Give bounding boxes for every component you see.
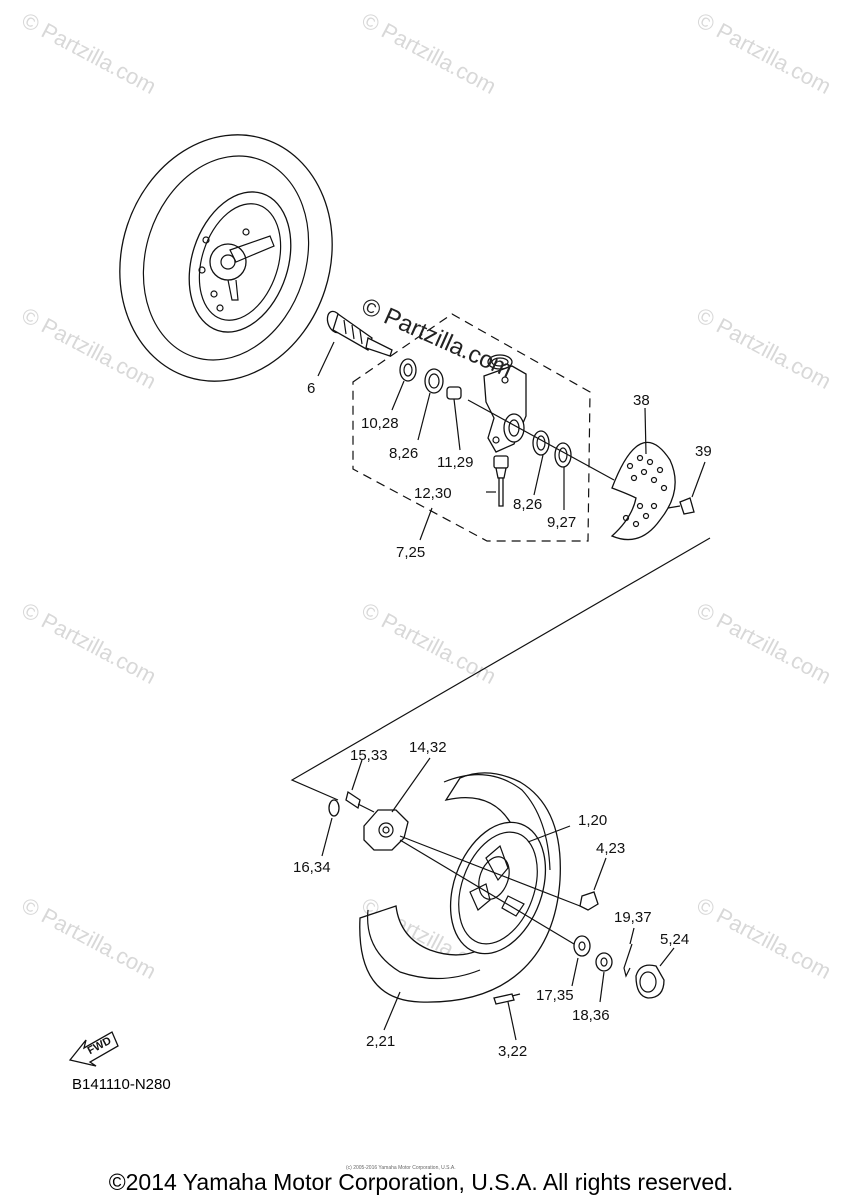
- label-19-37: 19,37: [614, 909, 652, 926]
- bearing-8-26-upper: [424, 368, 444, 394]
- bearing-8-26-lower: [532, 430, 550, 456]
- stud-bolt-15-33: [345, 790, 375, 813]
- leader-lines-top: [317, 341, 706, 541]
- part-labels: 6 10,28 8,26 11,29 12,30 7,25 8,26 9,27 …: [293, 380, 712, 1060]
- seal-9-27: [554, 442, 572, 468]
- knuckle-outline: [352, 313, 591, 542]
- label-18-36: 18,36: [572, 1007, 610, 1024]
- leader-lines-bottom: [321, 757, 675, 1041]
- cotter-pin-19-37: [623, 943, 633, 978]
- label-15-33: 15,33: [350, 747, 388, 764]
- watermark: © Partzilla.com: [693, 7, 836, 99]
- copyright-footer: ©2014 Yamaha Motor Corporation, U.S.A. A…: [109, 1169, 734, 1195]
- wheel-rim-1-20: [449, 821, 547, 955]
- label-16-34: 16,34: [293, 859, 331, 876]
- watermark: © Partzilla.com: [693, 302, 836, 394]
- shaft-part-6: [326, 310, 393, 357]
- watermark: © Partzilla.com: [18, 892, 161, 984]
- brake-disc-38: [610, 441, 676, 541]
- label-39: 39: [695, 443, 712, 460]
- hub-14-32: [363, 809, 409, 851]
- label-11-29: 11,29: [437, 454, 473, 471]
- label-3-22: 3,22: [498, 1043, 527, 1060]
- label-12-30: 12,30: [414, 485, 452, 502]
- small-print: (c) 2005-2016 Yamaha Motor Corporation, …: [346, 1165, 456, 1171]
- label-17-35: 17,35: [536, 987, 574, 1004]
- label-38: 38: [633, 392, 650, 409]
- connector-line: [290, 537, 711, 801]
- label-5-24: 5,24: [660, 931, 689, 948]
- fwd-arrow-icon: FWD: [68, 1031, 119, 1067]
- cap-5-24: [635, 964, 665, 999]
- watermark: © Partzilla.com: [18, 597, 161, 689]
- label-6: 6: [307, 380, 315, 397]
- label-1-20: 1,20: [578, 812, 607, 829]
- watermark: © Partzilla.com: [18, 7, 161, 99]
- ball-joint-12-30: [493, 455, 509, 507]
- label-14-32: 14,32: [409, 739, 447, 756]
- watermark: © Partzilla.com: [358, 7, 501, 99]
- watermark: © Partzilla.com: [358, 597, 501, 689]
- label-8-26-upper: 8,26: [389, 445, 418, 462]
- label-2-21: 2,21: [366, 1033, 395, 1050]
- washer-17-35: [573, 935, 591, 957]
- bearing-10-28: [399, 358, 417, 382]
- castle-nut-18-36: [595, 952, 613, 972]
- label-8-26-lower: 8,26: [513, 496, 542, 513]
- bolt-39: [667, 497, 695, 515]
- diagram-code: B141110-N280: [72, 1076, 171, 1093]
- watermark: © Partzilla.com: [693, 597, 836, 689]
- collar-11-29: [446, 386, 462, 400]
- label-10-28: 10,28: [361, 415, 399, 432]
- watermark: © Partzilla.com: [693, 892, 836, 984]
- o-ring-16-34: [328, 799, 340, 817]
- label-9-27: 9,27: [547, 514, 576, 531]
- reference-wheel-assembly: [119, 134, 333, 382]
- circlip-ring: [487, 354, 513, 370]
- label-4-23: 4,23: [596, 840, 625, 857]
- nut-4-23: [579, 891, 599, 911]
- valve-3-22: [493, 993, 521, 1005]
- label-7-25: 7,25: [396, 544, 425, 561]
- steering-knuckle: [483, 365, 527, 453]
